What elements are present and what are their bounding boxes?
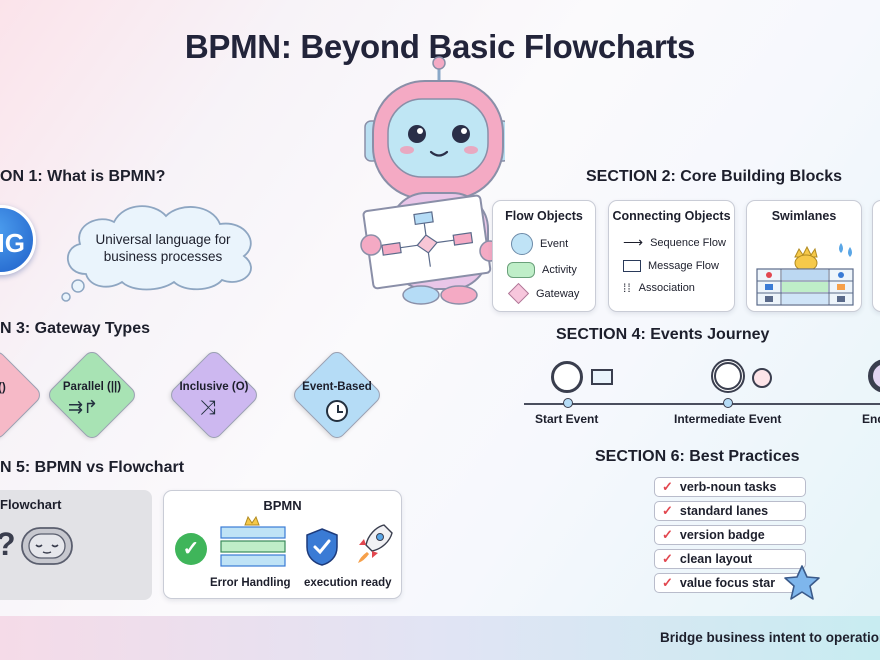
gateway-inclusive-label: Inclusive (O) — [179, 381, 249, 393]
start-event-dot — [563, 398, 573, 408]
best-practice-item: ✓ verb-noun tasks — [654, 477, 806, 497]
start-event-label: Start Event — [535, 412, 599, 426]
connecting-objects-card: Connecting Objects ⟶ Sequence Flow Messa… — [608, 200, 735, 312]
intermediate-event-label: Intermediate Event — [674, 412, 782, 426]
partial-card-right — [872, 200, 880, 312]
checkmark-icon: ✓ — [662, 551, 673, 566]
flow-objects-title: Flow Objects — [505, 209, 583, 223]
checkmark-icon: ✓ — [662, 575, 673, 590]
best-practice-item: ✓ version badge — [654, 525, 806, 545]
flow-item-activity: Activity — [542, 264, 577, 276]
thought-bubble-text: Universal language for business processe… — [95, 232, 231, 264]
bpmn-panel-title: BPMN — [263, 498, 302, 513]
connect-item-sequence: Sequence Flow — [650, 236, 726, 249]
swimlanes-card: Swimlanes — [746, 200, 862, 312]
gateway-event-based-diamond — [290, 348, 384, 442]
checkmark-icon: ✓ — [662, 479, 673, 494]
parallel-arrows-icon: ⇉↱ — [68, 397, 99, 417]
thought-bubble — [61, 205, 252, 302]
sequence-flow-arrow-icon: ⟶ — [623, 234, 644, 250]
gateway-exclusive-label: () — [0, 382, 6, 394]
gateway-parallel-diamond — [45, 348, 139, 442]
start-event-circle — [551, 361, 583, 393]
intermediate-event-dot — [723, 398, 733, 408]
activity-icon — [507, 262, 535, 278]
connect-item-association: Association — [638, 282, 695, 294]
best-practice-text: verb-noun tasks — [679, 480, 777, 494]
association-dotted-icon: ⁞⁞ — [623, 281, 632, 295]
robot-mascot — [360, 56, 505, 305]
swimlane-grid-icon — [756, 243, 854, 306]
bpmn-logo-badge: IG — [0, 205, 36, 275]
best-practice-text: value focus star — [679, 576, 776, 590]
flow-objects-card: Flow Objects Event Activity Gateway — [492, 200, 596, 312]
flow-item-event: Event — [540, 238, 569, 250]
footer-text: Bridge business intent to operation — [660, 630, 880, 645]
flow-item-gateway: Gateway — [536, 287, 580, 300]
stacked-lanes-icon — [220, 515, 286, 567]
best-practice-text: clean layout — [679, 552, 753, 566]
flowchart-panel: Flowchart ? — [0, 490, 152, 600]
sleepy-robot-icon — [21, 527, 73, 565]
gateway-icon — [507, 282, 530, 305]
connect-item-message: Message Flow — [648, 260, 719, 272]
best-practice-item: ✓ standard lanes — [654, 501, 806, 521]
envelope-icon — [623, 260, 641, 272]
bpmn-panel: BPMN ✓ Error Handling execution ready — [163, 490, 402, 599]
section1-heading: ON 1: What is BPMN? — [0, 168, 166, 185]
error-handling-label: Error Handling — [210, 577, 291, 589]
shield-check-icon — [306, 528, 338, 566]
section3-heading: N 3: Gateway Types — [0, 320, 150, 337]
swimlanes-title: Swimlanes — [771, 209, 837, 223]
stopwatch-icon — [752, 368, 772, 388]
flowchart-title: Flowchart — [0, 497, 62, 512]
section6-heading: SECTION 6: Best Practices — [595, 448, 800, 465]
best-practice-item: ✓ clean layout — [654, 549, 806, 569]
start-envelope-icon — [591, 369, 613, 385]
best-practices-list: ✓ verb-noun tasks ✓ standard lanes ✓ ver… — [654, 477, 806, 593]
section5-heading: N 5: BPMN vs Flowchart — [0, 459, 185, 476]
gateway-inclusive-diamond — [167, 348, 261, 442]
bpmn-logo-text: IG — [0, 228, 25, 258]
footer-bar — [0, 616, 880, 660]
checkmark-icon: ✓ — [662, 527, 673, 542]
connecting-objects-title: Connecting Objects — [612, 209, 731, 223]
checkmark-circle-icon: ✓ — [175, 533, 207, 565]
inclusive-arrow-icon: ⤨ — [200, 397, 216, 419]
gateway-exclusive-diamond — [0, 348, 44, 442]
best-practice-text: standard lanes — [679, 504, 769, 518]
gateway-parallel-label: Parallel (||) — [62, 381, 122, 393]
best-practice-item: ✓ value focus star — [654, 573, 806, 593]
question-mark-icon: ? — [0, 526, 16, 563]
star-icon — [784, 565, 820, 600]
event-icon — [511, 233, 533, 255]
best-practice-text: version badge — [679, 528, 765, 542]
intermediate-event-circle — [711, 359, 745, 393]
end-event-label: End — [862, 412, 880, 426]
section4-heading: SECTION 4: Events Journey — [556, 326, 770, 343]
execution-ready-label: execution ready — [304, 577, 392, 589]
end-event-circle — [868, 359, 880, 393]
section2-heading: SECTION 2: Core Building Blocks — [586, 168, 843, 185]
gateway-event-based-label: Event-Based — [302, 381, 372, 393]
events-timeline-line — [524, 403, 880, 405]
clock-icon — [326, 400, 348, 422]
checkmark-icon: ✓ — [662, 503, 673, 518]
rocket-icon — [358, 524, 393, 563]
